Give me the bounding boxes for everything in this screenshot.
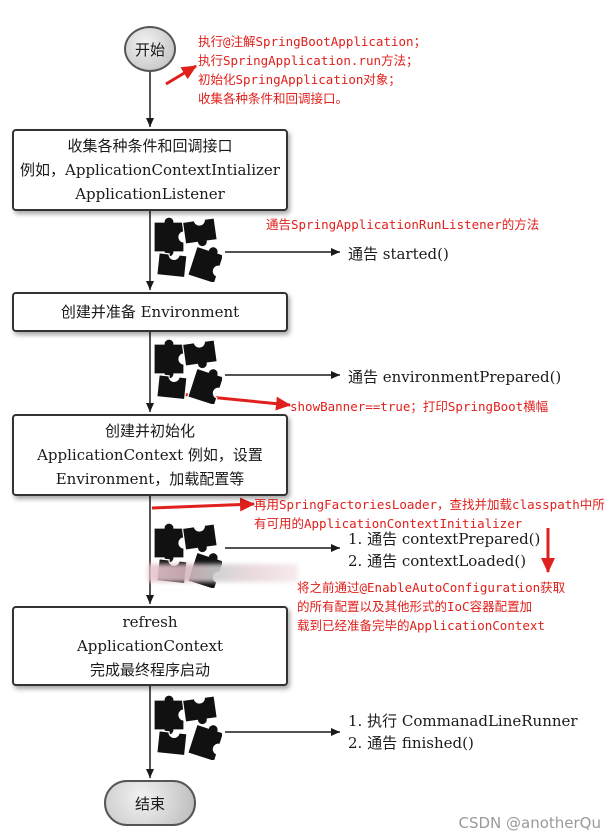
annotation-factories-loader: 再用SpringFactoriesLoader，查找并加载classpath中所… xyxy=(254,495,605,533)
puzzle-pieces-icon xyxy=(153,338,222,404)
event-line: 通告 environmentPrepared() xyxy=(348,368,562,386)
step-line: 完成最终程序启动 xyxy=(89,661,210,679)
annotation-start: 执行@注解SpringBootApplication； 执行SpringAppl… xyxy=(198,32,426,108)
annotation-line: 通告SpringApplicationRunListener的方法 xyxy=(266,217,540,232)
annotation-banner: showBanner==true；打印SpringBoot横幅 xyxy=(290,397,548,416)
step-line: 创建并初始化 xyxy=(104,422,195,440)
event-context-prepared-loaded: 1. 通告 contextPrepared() 2. 通告 contextLoa… xyxy=(348,528,540,572)
annotation-line: showBanner==true；打印SpringBoot横幅 xyxy=(290,399,549,414)
event-started: 通告 started() xyxy=(348,243,449,265)
step-refresh-context: refresh ApplicationContext 完成最终程序启动 xyxy=(12,606,288,686)
watermark: CSDN @anotherQu xyxy=(458,814,601,832)
annotation-line: 执行SpringApplication.run方法； xyxy=(198,53,419,68)
step-create-context: 创建并初始化 ApplicationContext 例如，设置 Environm… xyxy=(12,414,288,496)
event-line: 1. 通告 contextPrepared() xyxy=(348,530,541,548)
step-line: 创建并准备 Environment xyxy=(60,303,240,321)
event-line: 通告 started() xyxy=(348,245,449,263)
puzzle-pieces-icon xyxy=(153,694,222,760)
step-line: refresh xyxy=(122,613,178,631)
event-environment-prepared: 通告 environmentPrepared() xyxy=(348,366,561,388)
step-line: 收集各种条件和回调接口 xyxy=(67,137,233,155)
step-line: ApplicationContext xyxy=(76,637,224,655)
annotation-line: 将之前通过@EnableAutoConfiguration获取 xyxy=(297,580,566,595)
start-terminal: 开始 xyxy=(124,26,176,72)
annotation-line: 再用SpringFactoriesLoader，查找并加载classpath中所 xyxy=(254,497,605,512)
start-label: 开始 xyxy=(134,40,165,59)
event-line: 1. 执行 CommanadLineRunner xyxy=(348,712,578,730)
step-line: ApplicationListener xyxy=(75,185,225,203)
annotation-run-listener: 通告SpringApplicationRunListener的方法 xyxy=(266,215,539,234)
annotation-line: 收集各种条件和回调接口。 xyxy=(198,91,349,106)
step-line: ApplicationContext 例如，设置 xyxy=(37,446,263,464)
annotation-line: 有可用的ApplicationContextInitializer xyxy=(254,516,523,531)
step-line: 例如，ApplicationContextIntializer xyxy=(20,161,280,179)
puzzle-pieces-icon xyxy=(153,216,222,282)
step-line: Environment，加载配置等 xyxy=(55,470,245,488)
annotation-line: 载到已经准备完毕的ApplicationContext xyxy=(297,618,545,633)
event-line: 2. 通告 contextLoaded() xyxy=(348,552,527,570)
redacted-blur xyxy=(148,564,298,582)
annotation-arrow-3 xyxy=(151,497,255,512)
annotation-arrow-1 xyxy=(165,64,197,86)
step-collect-conditions: 收集各种条件和回调接口 例如，ApplicationContextIntiali… xyxy=(12,129,288,211)
annotation-line: 执行@注解SpringBootApplication； xyxy=(198,34,427,49)
event-line: 2. 通告 finished() xyxy=(348,734,474,752)
event-runner-finished: 1. 执行 CommanadLineRunner 2. 通告 finished(… xyxy=(348,710,578,754)
annotation-auto-configuration: 将之前通过@EnableAutoConfiguration获取 的所有配置以及其… xyxy=(297,578,565,635)
end-terminal: 结束 xyxy=(104,780,196,826)
step-prepare-environment: 创建并准备 Environment xyxy=(12,292,288,332)
end-label: 结束 xyxy=(134,794,165,813)
annotation-line: 的所有配置以及其他形式的IoC容器配置加 xyxy=(297,599,533,614)
annotation-line: 初始化SpringApplication对象； xyxy=(198,72,401,87)
